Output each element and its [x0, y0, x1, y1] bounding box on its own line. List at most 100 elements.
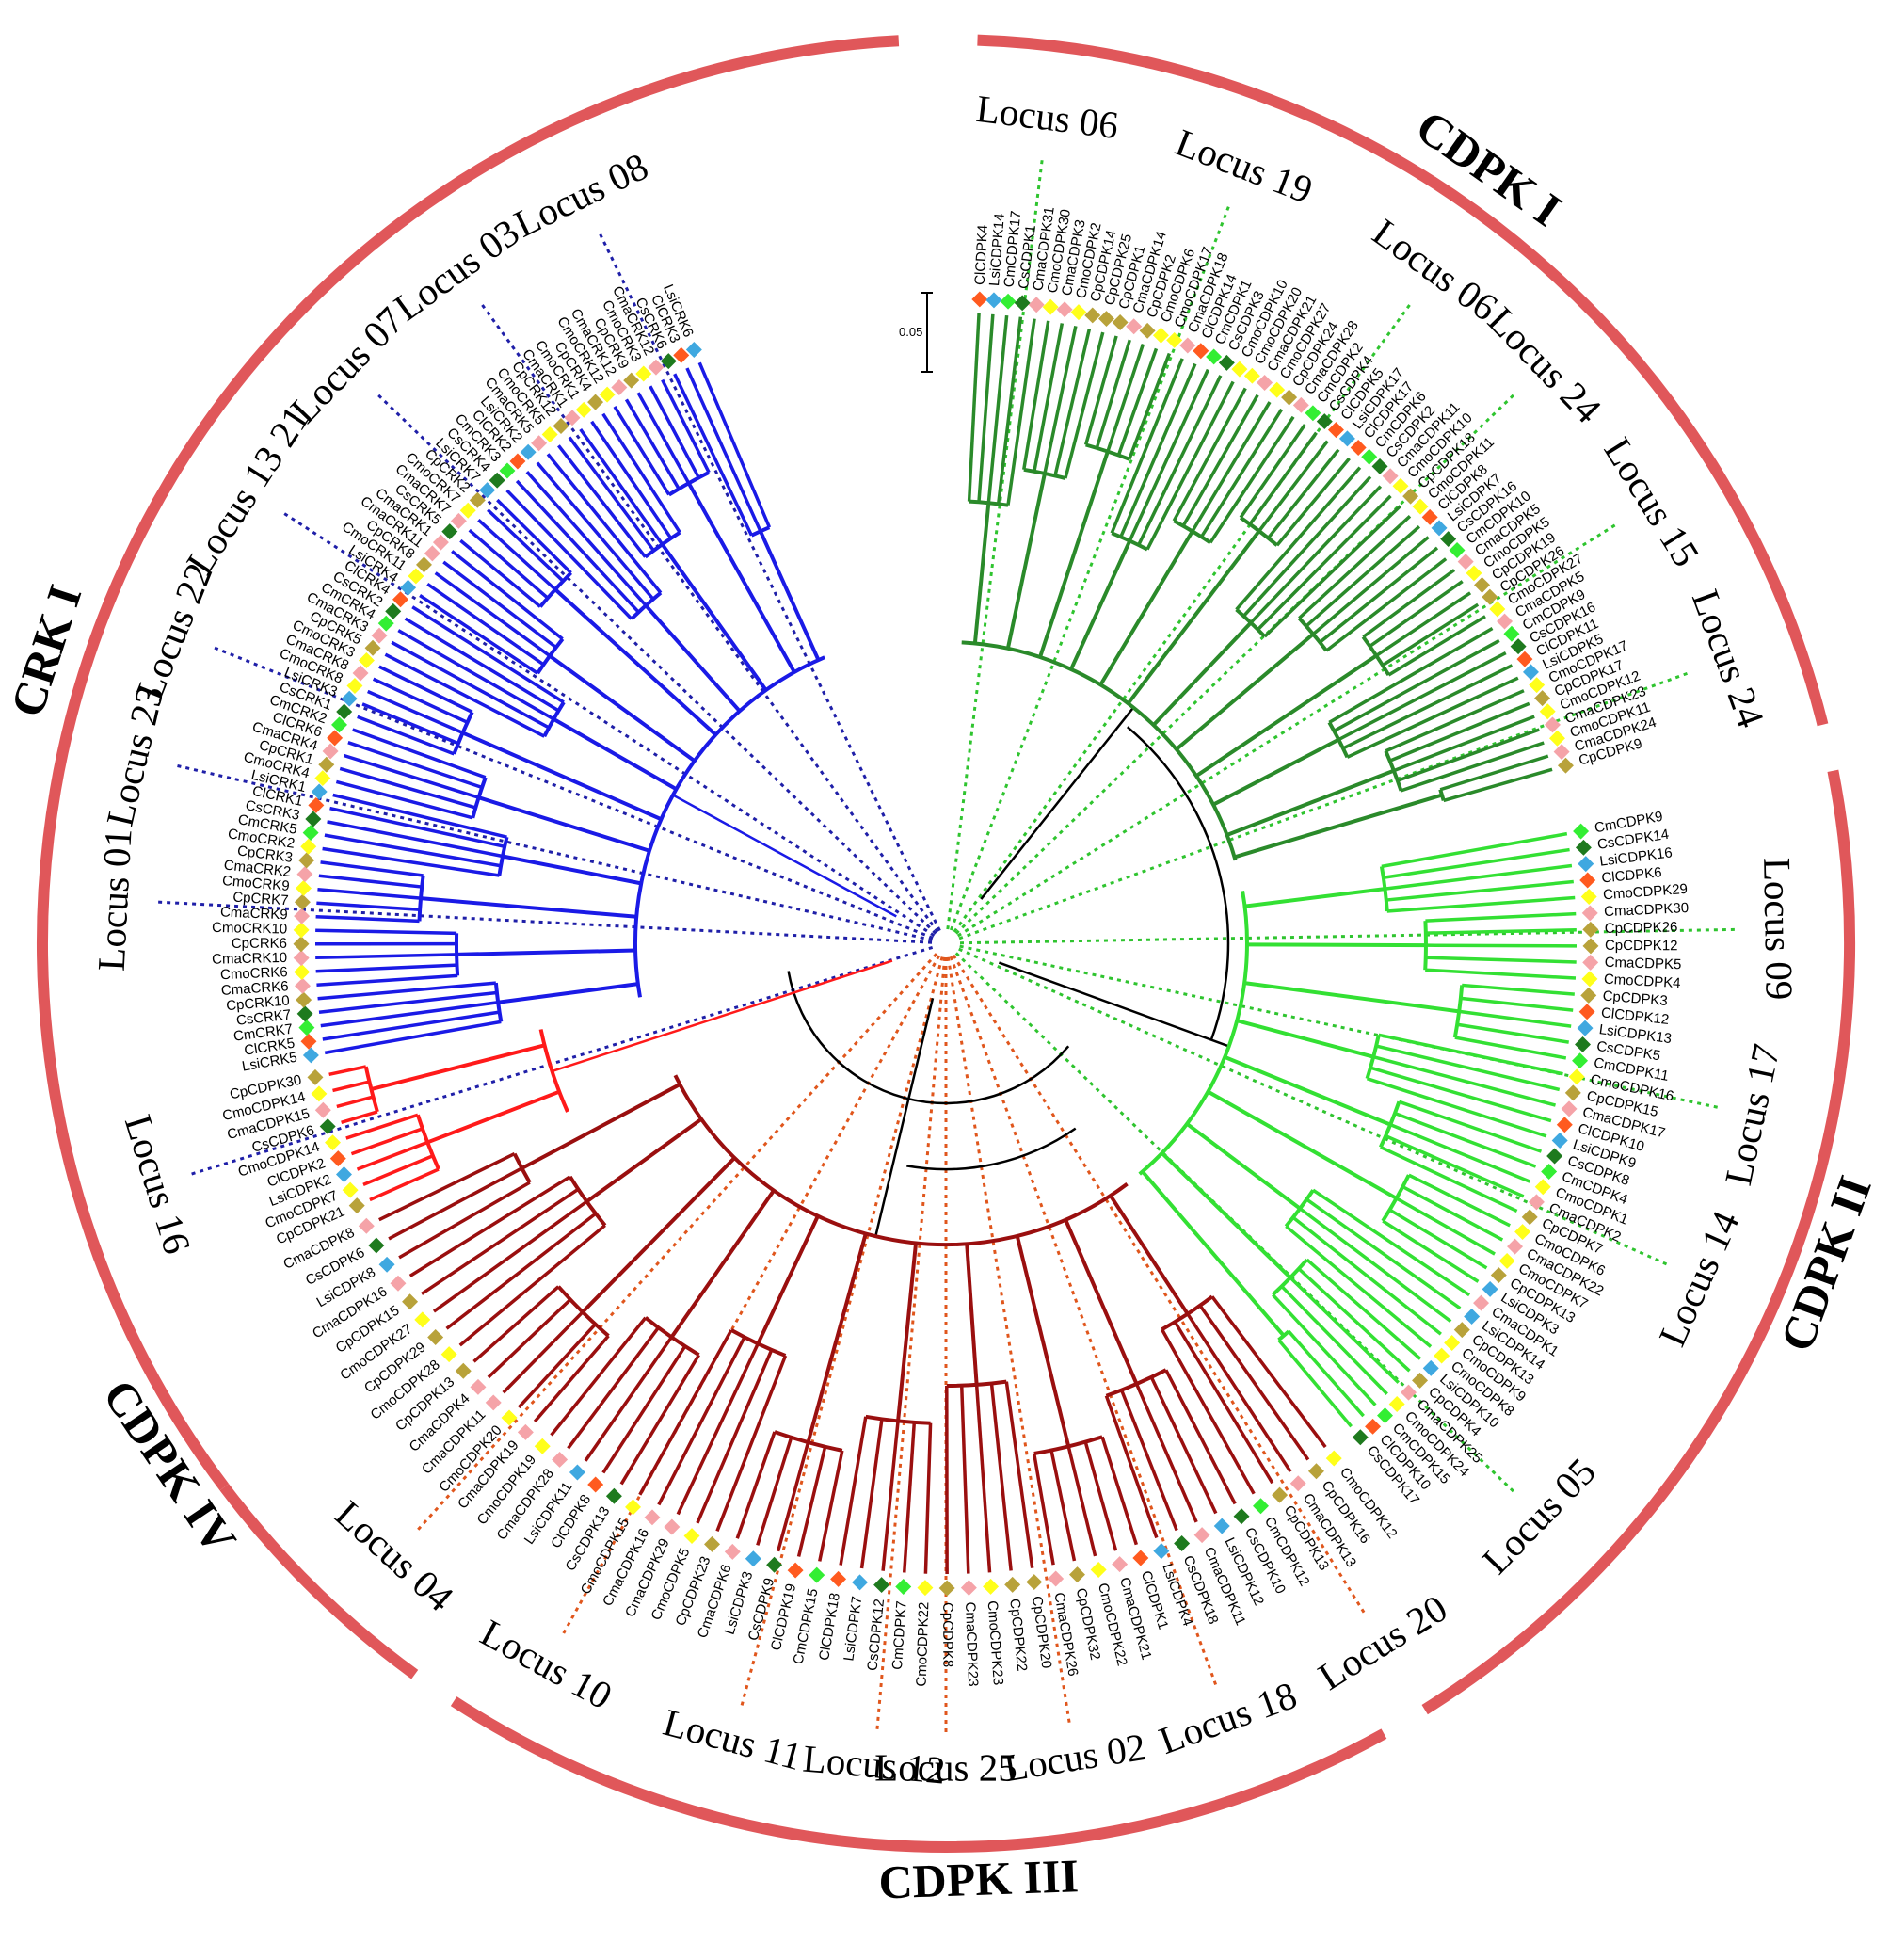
leaf-branch [527, 472, 646, 605]
species-marker [600, 387, 616, 403]
species-marker [830, 1571, 846, 1587]
species-marker [1444, 1335, 1460, 1351]
species-marker [895, 1579, 911, 1595]
species-marker [961, 1580, 977, 1596]
species-marker [303, 825, 319, 841]
leaf-branch [585, 1337, 671, 1460]
species-marker [402, 1293, 418, 1309]
subclade-branch [1237, 1020, 1373, 1057]
species-marker [315, 1102, 331, 1118]
leaf-branch [862, 1419, 882, 1568]
species-marker [1422, 509, 1438, 525]
leaf-label: CmaCDPK5 [1604, 955, 1681, 972]
leaf-label: LsiCDPK7 [841, 1596, 865, 1663]
species-marker [416, 556, 432, 572]
subclade-branch [586, 1119, 701, 1202]
locus-label: Locus 22 [127, 557, 220, 706]
species-marker [1091, 1562, 1107, 1578]
species-marker [414, 1311, 430, 1327]
species-marker [433, 535, 449, 551]
species-marker [1458, 554, 1474, 570]
subclade-branch [1129, 531, 1259, 703]
leaf-branch [399, 1182, 530, 1258]
species-marker [308, 797, 324, 813]
species-marker [470, 1379, 486, 1395]
leaf-branch [969, 313, 979, 502]
species-marker [809, 1567, 825, 1583]
leaf-branch [569, 1327, 659, 1448]
species-marker [1552, 1133, 1568, 1149]
species-marker [1558, 758, 1574, 774]
subclade-branch [646, 605, 740, 711]
species-marker [1581, 889, 1597, 905]
leaf-branch [603, 1346, 685, 1472]
species-marker [1029, 297, 1045, 313]
species-marker [1473, 1295, 1489, 1311]
subclade-branch [758, 1216, 818, 1344]
subclade-arc [1425, 921, 1426, 970]
leaf-branch [1426, 957, 1577, 962]
locus-label: Locus 02 [1001, 1725, 1149, 1790]
species-marker [625, 1499, 641, 1515]
species-marker [1174, 1535, 1190, 1551]
species-marker [1057, 301, 1073, 317]
species-marker [307, 1069, 323, 1085]
subclade-branch [503, 856, 641, 883]
clade-group-label: CDPK III [878, 1849, 1080, 1908]
species-marker [1582, 905, 1598, 921]
subclade-branch [1154, 622, 1251, 725]
species-marker [296, 992, 312, 1008]
subclade-arc [515, 1154, 530, 1183]
species-marker [427, 1329, 443, 1345]
species-marker [323, 744, 339, 760]
species-marker [1514, 1224, 1530, 1240]
leaf-branch [1459, 1011, 1571, 1026]
locus-label: Locus 18 [1153, 1673, 1302, 1762]
species-marker [441, 523, 457, 539]
leaf-branch [316, 917, 420, 922]
species-marker [587, 1477, 603, 1493]
leaf-branch [650, 386, 699, 477]
locus-label: Locus 05 [1474, 1450, 1604, 1582]
species-marker [1575, 1036, 1591, 1052]
species-marker [1305, 405, 1321, 421]
scale-bar: 0.05 [899, 293, 933, 372]
subclade-branch [761, 531, 819, 660]
species-marker [1491, 1267, 1507, 1283]
leaf-branch [1390, 1210, 1487, 1268]
subclade-branch [583, 1158, 734, 1312]
species-marker [917, 1580, 933, 1596]
species-marker [1549, 731, 1565, 747]
leaf-branch [962, 1386, 969, 1574]
species-marker [985, 292, 1001, 308]
species-marker [379, 1257, 395, 1273]
species-marker [1578, 1020, 1594, 1036]
leaf-branch [737, 1432, 775, 1538]
subclade-branch [427, 1092, 559, 1143]
leaf-branch [1289, 1331, 1363, 1416]
species-marker [1499, 1253, 1515, 1269]
leaf-branch [1384, 850, 1570, 878]
leaf-branch [1425, 970, 1576, 978]
species-marker [983, 1579, 999, 1595]
species-marker [1572, 1052, 1588, 1068]
locus-label: Locus 10 [473, 1611, 619, 1718]
leaf-branch [1200, 1306, 1308, 1460]
subclade-branch [421, 898, 636, 917]
leaf-branch [1388, 617, 1485, 675]
species-marker [1581, 971, 1597, 987]
leaf-branch [977, 1385, 990, 1573]
leaf-branch [841, 1417, 866, 1566]
leaf-branch [697, 1350, 772, 1523]
species-marker [1562, 1100, 1578, 1117]
species-marker [1573, 824, 1589, 840]
clade-stem [553, 961, 892, 1071]
scale-bar-label: 0.05 [899, 325, 922, 339]
species-marker [318, 757, 334, 773]
subclade-branch [1017, 1236, 1068, 1446]
species-marker [1084, 307, 1100, 323]
leaf-branch [1425, 914, 1576, 921]
species-marker [1377, 1407, 1393, 1423]
clade-stem [981, 708, 1133, 899]
locus-label: Locus 06 [1365, 210, 1506, 329]
